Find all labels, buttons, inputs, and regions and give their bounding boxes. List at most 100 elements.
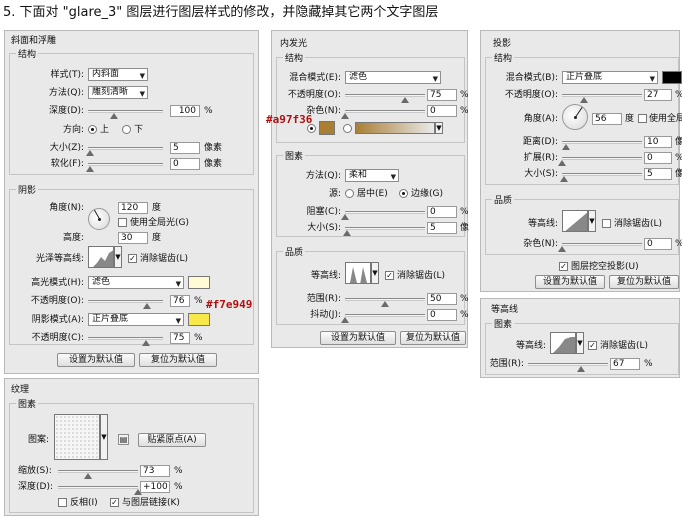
gloss-contour-dropdown[interactable]: ▼ xyxy=(114,246,122,268)
direction-down-radio[interactable] xyxy=(122,125,131,134)
pattern-dropdown[interactable]: ▼ xyxy=(100,414,108,460)
shadow-mode-select[interactable]: 正片叠底▼ xyxy=(88,313,184,326)
ds-noise-input[interactable]: 0 xyxy=(644,238,672,250)
ig-contour-preview[interactable] xyxy=(345,262,371,284)
ds-spread-slider[interactable] xyxy=(562,157,642,160)
ig-noise-thumb[interactable] xyxy=(341,113,349,119)
ds-set-default-button[interactable]: 设置为默认值 xyxy=(535,275,605,289)
size-slider[interactable] xyxy=(88,147,163,150)
ig-jitter-input[interactable]: 0 xyxy=(427,309,457,321)
invert-checkbox[interactable] xyxy=(58,498,67,507)
soften-input[interactable]: 0 xyxy=(170,158,200,170)
gloss-contour-preview[interactable] xyxy=(88,246,114,268)
highlight-color-swatch[interactable] xyxy=(188,276,210,289)
ig-range-thumb[interactable] xyxy=(381,301,389,307)
ds-reset-default-button[interactable]: 复位为默认值 xyxy=(609,275,679,289)
ds-noise-slider[interactable] xyxy=(562,243,642,246)
ig-gradient-radio[interactable] xyxy=(343,124,352,133)
ig-size-input[interactable]: 5 xyxy=(427,222,457,234)
ig-size-slider[interactable] xyxy=(345,227,425,230)
global-light-checkbox[interactable] xyxy=(118,218,127,227)
ig-technique-select[interactable]: 柔和▼ xyxy=(345,169,399,182)
ig-choke-input[interactable]: 0 xyxy=(427,206,457,218)
ds-distance-slider[interactable] xyxy=(562,141,642,144)
bevel-antialias-checkbox[interactable]: ✓ xyxy=(128,254,137,263)
ds-global-light-checkbox[interactable] xyxy=(638,114,647,123)
direction-up-radio[interactable] xyxy=(88,125,97,134)
texture-depth-thumb[interactable] xyxy=(134,489,142,495)
technique-select[interactable]: 雕刻清晰▼ xyxy=(88,86,148,99)
ds-angle-dial[interactable] xyxy=(562,104,588,130)
texture-scale-slider[interactable] xyxy=(58,470,138,473)
ds-opacity-thumb[interactable] xyxy=(580,97,588,103)
soften-slider-thumb[interactable] xyxy=(86,166,94,172)
ds-distance-thumb[interactable] xyxy=(562,144,570,150)
ig-reset-default-button[interactable]: 复位为默认值 xyxy=(400,331,466,345)
ds-spread-thumb[interactable] xyxy=(558,160,566,166)
ig-solid-color-radio[interactable] xyxy=(307,124,316,133)
ds-contour-dropdown[interactable]: ▼ xyxy=(588,210,596,232)
texture-scale-input[interactable]: 73 xyxy=(140,465,170,477)
ds-size-thumb[interactable] xyxy=(560,176,568,182)
ig-source-edge-radio[interactable] xyxy=(399,189,408,198)
depth-slider-thumb[interactable] xyxy=(110,113,118,119)
contour-range-input[interactable]: 67 xyxy=(610,358,640,370)
texture-depth-input[interactable]: +100 xyxy=(140,481,170,493)
contour-preview[interactable] xyxy=(550,332,576,354)
ig-gradient-dropdown[interactable]: ▼ xyxy=(435,122,443,134)
ds-noise-thumb[interactable] xyxy=(558,246,566,252)
shadow-opacity-thumb[interactable] xyxy=(142,340,150,346)
ig-noise-slider[interactable] xyxy=(345,110,425,113)
pattern-preview[interactable] xyxy=(54,414,100,460)
contour-range-thumb[interactable] xyxy=(577,366,585,372)
depth-input[interactable]: 100 xyxy=(170,105,200,117)
ig-opacity-slider[interactable] xyxy=(345,94,425,97)
bevel-set-default-button[interactable]: 设置为默认值 xyxy=(57,353,135,367)
new-preset-icon[interactable]: ▤ xyxy=(118,434,129,445)
ds-distance-input[interactable]: 10 xyxy=(644,136,672,148)
highlight-opacity-thumb[interactable] xyxy=(143,303,151,309)
ds-contour-preview[interactable] xyxy=(562,210,588,232)
ig-jitter-slider[interactable] xyxy=(345,314,425,317)
texture-scale-thumb[interactable] xyxy=(84,473,92,479)
ig-contour-dropdown[interactable]: ▼ xyxy=(371,262,379,284)
angle-input[interactable]: 120 xyxy=(118,202,148,214)
style-select[interactable]: 内斜面▼ xyxy=(88,68,148,81)
angle-dial[interactable] xyxy=(88,208,110,230)
highlight-opacity-input[interactable]: 76 xyxy=(170,295,190,307)
ds-opacity-slider[interactable] xyxy=(562,94,642,97)
ig-blend-select[interactable]: 滤色▼ xyxy=(345,71,441,84)
ig-range-input[interactable]: 50 xyxy=(427,293,457,305)
ds-blend-select[interactable]: 正片叠底▼ xyxy=(562,71,658,84)
ig-color-swatch[interactable] xyxy=(319,121,335,135)
ig-range-slider[interactable] xyxy=(345,298,425,301)
ds-size-slider[interactable] xyxy=(562,173,642,176)
ig-source-center-radio[interactable] xyxy=(345,189,354,198)
soften-slider[interactable] xyxy=(88,163,163,166)
snap-to-origin-button[interactable]: 贴紧原点(A) xyxy=(138,433,206,447)
highlight-mode-select[interactable]: 滤色▼ xyxy=(88,276,184,289)
contour-antialias-checkbox[interactable]: ✓ xyxy=(588,341,597,350)
texture-depth-slider[interactable] xyxy=(58,486,138,489)
bevel-reset-default-button[interactable]: 复位为默认值 xyxy=(139,353,217,367)
contour-range-slider[interactable] xyxy=(528,363,608,366)
shadow-opacity-slider[interactable] xyxy=(88,337,163,340)
ig-set-default-button[interactable]: 设置为默认值 xyxy=(320,331,396,345)
shadow-opacity-input[interactable]: 75 xyxy=(170,332,190,344)
link-with-layer-checkbox[interactable]: ✓ xyxy=(110,498,119,507)
ig-choke-thumb[interactable] xyxy=(341,214,349,220)
size-slider-thumb[interactable] xyxy=(86,150,94,156)
ig-opacity-thumb[interactable] xyxy=(401,97,409,103)
ds-size-input[interactable]: 5 xyxy=(644,168,672,180)
shadow-color-swatch[interactable] xyxy=(188,313,210,326)
ig-size-thumb[interactable] xyxy=(343,230,351,236)
ds-knockout-checkbox[interactable]: ✓ xyxy=(559,262,568,271)
ds-spread-input[interactable]: 0 xyxy=(644,152,672,164)
contour-dropdown[interactable]: ▼ xyxy=(576,332,584,354)
ds-color-swatch[interactable] xyxy=(662,71,682,84)
ds-angle-input[interactable]: 56 xyxy=(592,113,622,125)
ig-gradient-preview[interactable] xyxy=(355,122,435,134)
size-input[interactable]: 5 xyxy=(170,142,200,154)
ig-choke-slider[interactable] xyxy=(345,211,425,214)
depth-slider[interactable] xyxy=(88,110,163,113)
